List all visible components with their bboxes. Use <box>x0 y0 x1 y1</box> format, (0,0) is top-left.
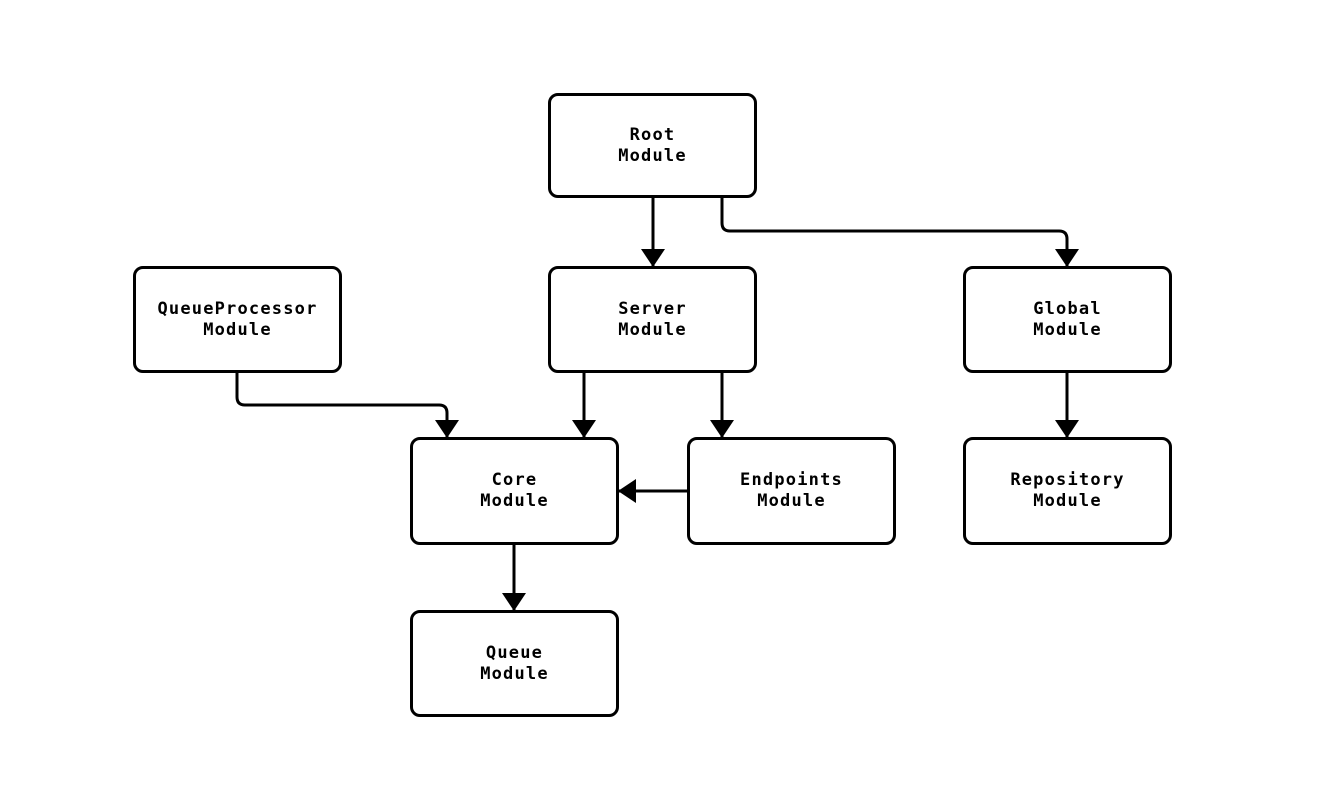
node-label: Module <box>618 145 687 166</box>
node-label: Queue <box>485 642 544 663</box>
node-label: Module <box>1033 491 1102 511</box>
edges-group <box>235 198 1079 611</box>
node-label: Module <box>1033 319 1102 340</box>
node-label: QueueProcessor <box>157 298 318 319</box>
edge-queueprocessor-to-core <box>235 373 459 438</box>
node-label: Module <box>618 319 687 340</box>
node-label: Module <box>480 491 549 511</box>
node-label: Repository <box>1010 470 1125 490</box>
node-label: Endpoints <box>740 470 843 490</box>
node-label: Core <box>491 470 538 490</box>
node-label: Module <box>480 663 549 684</box>
node-label: Server <box>618 298 687 319</box>
node-label: Module <box>757 491 826 511</box>
edge-root-to-global <box>720 198 1079 267</box>
node-label: Root <box>629 124 676 145</box>
node-label: Global <box>1033 298 1102 319</box>
node-label: Module <box>203 319 272 340</box>
